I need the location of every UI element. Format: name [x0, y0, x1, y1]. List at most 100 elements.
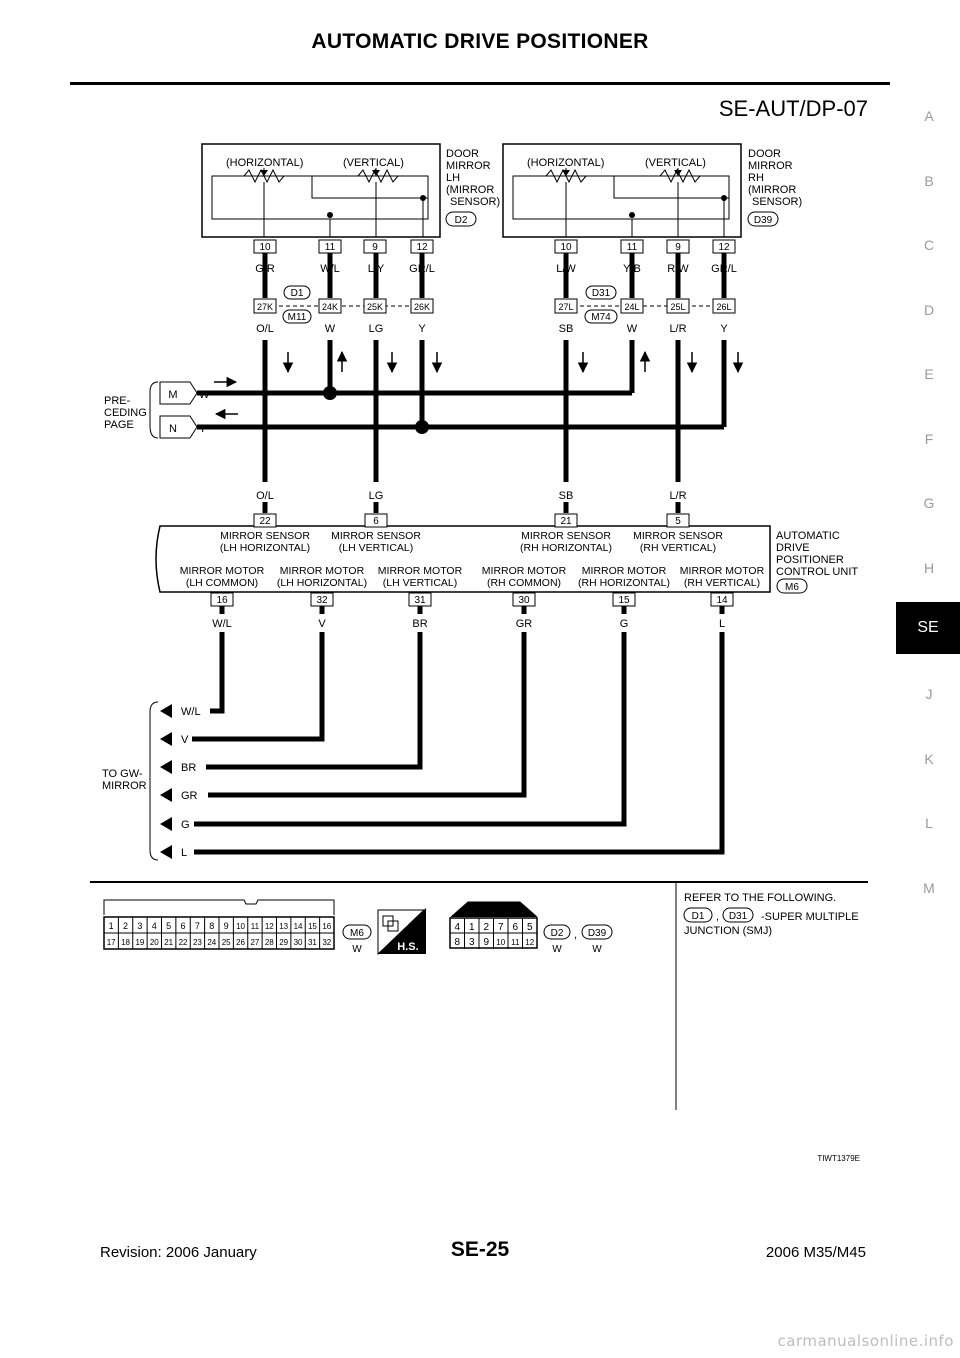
svg-text:W: W [325, 323, 336, 335]
m6-pin-16: 16 [322, 922, 331, 931]
svg-text:(LH HORIZONTAL): (LH HORIZONTAL) [220, 542, 310, 554]
m6-legend-color: W [352, 944, 362, 955]
svg-text:22: 22 [259, 516, 271, 527]
section-tab-m[interactable]: M [923, 880, 935, 896]
section-tab-f[interactable]: F [924, 431, 934, 447]
svg-text:21: 21 [560, 516, 572, 527]
svg-text:GR: GR [181, 790, 198, 802]
svg-text:W/L: W/L [181, 706, 201, 718]
svg-text:11: 11 [325, 242, 336, 253]
svg-text:25L: 25L [670, 302, 685, 312]
d-pin-6: 6 [512, 922, 518, 933]
section-tab-d[interactable]: D [923, 302, 935, 318]
m6-pin-14: 14 [294, 922, 303, 931]
d-pin-2: 2 [483, 922, 489, 933]
d-legend-badges: D2 , D39 W W [543, 924, 613, 955]
svg-text:MIRROR SENSOR: MIRROR SENSOR [521, 530, 611, 542]
svg-text:MIRROR SENSOR: MIRROR SENSOR [220, 530, 310, 542]
joint-connector-lh: 27K 24K 25K 26K D1 M11 O/L W LG Y [253, 285, 434, 335]
svg-text:(RH HORIZONTAL): (RH HORIZONTAL) [520, 542, 612, 554]
svg-text:MIRROR MOTOR: MIRROR MOTOR [482, 565, 567, 577]
m6-pin-13: 13 [279, 922, 288, 931]
svg-text:MIRROR SENSOR: MIRROR SENSOR [331, 530, 421, 542]
d-pin-12: 12 [525, 938, 534, 947]
section-tab-g[interactable]: G [923, 495, 935, 511]
section-tab-a[interactable]: A [924, 108, 934, 124]
svg-text:25K: 25K [367, 302, 383, 312]
refer-note: REFER TO THE FOLLOWING. D1 , D31 -SUPER … [683, 892, 859, 937]
svg-text:M6: M6 [785, 582, 799, 593]
section-tab-b[interactable]: B [924, 173, 934, 189]
mirror-rh: (HORIZONTAL) (VERTICAL) DOOR MIRROR RH (… [502, 143, 802, 238]
svg-text:D31: D31 [729, 911, 748, 922]
cu-top-wire-colors: O/L LG SB L/R [256, 490, 686, 502]
m6-pin-18: 18 [121, 938, 130, 947]
hs-harness-side-icon: H.S. [377, 908, 426, 956]
svg-text:(RH VERTICAL): (RH VERTICAL) [640, 542, 716, 554]
joint-connector-rh: 27L 24L 25L 26L D31 M74 SB W L/R Y [554, 285, 736, 335]
m6-pin-24: 24 [207, 938, 216, 947]
svg-text:15: 15 [618, 595, 630, 606]
m6-pin-22: 22 [179, 938, 188, 947]
m6-pin-3: 3 [137, 921, 142, 931]
svg-text:N: N [169, 423, 177, 435]
svg-text:MIRROR MOTOR: MIRROR MOTOR [378, 565, 463, 577]
svg-text:,: , [574, 929, 577, 941]
section-tab-l[interactable]: L [925, 815, 933, 831]
footer-revision: Revision: 2006 January [100, 1244, 257, 1261]
section-tab-j[interactable]: J [925, 686, 933, 702]
svg-text:26K: 26K [414, 302, 430, 312]
svg-text:14: 14 [716, 595, 728, 606]
svg-text:H.S.: H.S. [397, 941, 418, 953]
svg-text:M11: M11 [288, 312, 307, 323]
footer-model: 2006 M35/M45 [765, 1244, 866, 1261]
svg-text:(LH VERTICAL): (LH VERTICAL) [383, 577, 458, 589]
svg-text:D1: D1 [291, 288, 304, 299]
section-tab-h[interactable]: H [923, 560, 935, 576]
svg-text:10: 10 [560, 242, 572, 253]
m6-legend-label: M6 [350, 928, 364, 939]
svg-text:30: 30 [518, 595, 530, 606]
m6-pin-1: 1 [109, 921, 114, 931]
m6-pin-5: 5 [166, 921, 171, 931]
d-pin-8: 8 [454, 937, 460, 948]
svg-text:GR: GR [516, 618, 533, 630]
svg-text:L: L [181, 847, 187, 859]
m6-pin-32: 32 [322, 938, 331, 947]
svg-text:M74: M74 [591, 312, 611, 323]
svg-text:10: 10 [259, 242, 271, 253]
mirror-lh: (HORIZONTAL) (VERTICAL) DOOR MIRROR LH (… [201, 143, 500, 238]
svg-text:MIRROR SENSOR: MIRROR SENSOR [633, 530, 723, 542]
m6-pin-19: 19 [135, 938, 144, 947]
svg-text:RH: RH [748, 172, 764, 184]
svg-text:9: 9 [372, 242, 378, 253]
svg-text:DRIVE: DRIVE [776, 542, 810, 554]
svg-text:L: L [719, 618, 725, 630]
m6-pin-28: 28 [265, 938, 274, 947]
section-tab-c[interactable]: C [923, 237, 935, 253]
svg-text:DOOR: DOOR [446, 148, 479, 160]
section-tab-e[interactable]: E [924, 366, 934, 382]
svg-text:26L: 26L [716, 302, 731, 312]
svg-text:TO GW-: TO GW- [102, 768, 143, 780]
svg-text:12: 12 [718, 242, 730, 253]
svg-text:W: W [199, 389, 210, 401]
svg-text:(LH HORIZONTAL): (LH HORIZONTAL) [277, 577, 367, 589]
section-tab-se-active[interactable]: SE [896, 602, 960, 654]
d-pin-10: 10 [496, 938, 505, 947]
m6-pin-30: 30 [294, 938, 303, 947]
m6-legend-badge [342, 924, 372, 940]
svg-text:LG: LG [369, 323, 384, 335]
svg-text:PAGE: PAGE [104, 419, 134, 431]
m6-pin-7: 7 [195, 921, 200, 931]
svg-text:MIRROR: MIRROR [102, 780, 147, 792]
preceding-page: M W N Y PRE- CEDING PAGE [104, 381, 210, 439]
mirror-lh-pins: 10 11 9 12 [253, 239, 434, 254]
d-pin-3: 3 [469, 937, 475, 948]
d-pin-11: 11 [511, 938, 520, 947]
svg-text:SB: SB [559, 490, 574, 502]
section-tab-k[interactable]: K [924, 751, 934, 767]
m6-pin-20: 20 [150, 938, 159, 947]
